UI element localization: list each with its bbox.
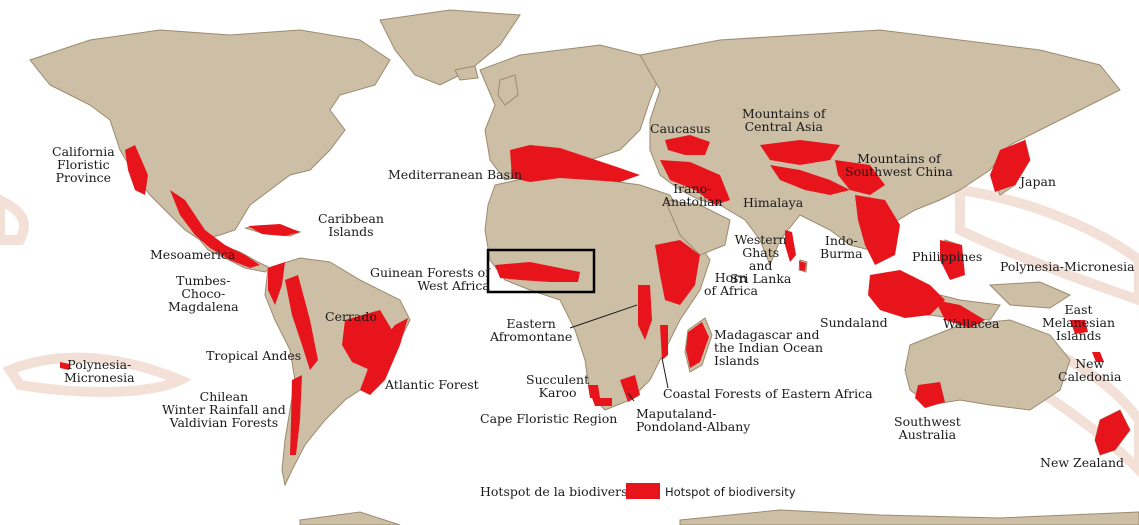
hotspot-mesoamerica <box>170 190 260 268</box>
label-philippines: Philippines <box>912 249 983 264</box>
label-cerrado: Cerrado <box>325 309 377 324</box>
hotspot-horn <box>655 240 700 305</box>
hotspot-sri-lanka <box>799 261 806 271</box>
hotspot-sw-china <box>835 160 885 195</box>
label-sw-china: Mountains of Southwest China <box>845 151 953 179</box>
land-antarctica-e <box>679 509 1139 525</box>
label-caribbean: Caribbean Islands <box>318 211 384 239</box>
hotspot-caribbean <box>248 224 300 236</box>
label-california: California Floristic Province <box>52 144 115 185</box>
hotspot-atlantic <box>360 318 408 395</box>
hotspot-maputaland <box>620 375 640 402</box>
hotspot-sundaland <box>868 270 945 318</box>
hotspot-california <box>125 145 148 195</box>
halo-west-pacific <box>0 194 29 245</box>
land-arabia <box>664 199 731 256</box>
hotspot-irano <box>660 160 730 205</box>
land-british-isles <box>497 74 519 106</box>
hotspot-eastern-afromontane <box>638 285 652 340</box>
land-antarctica-w <box>299 511 401 525</box>
hotspot-cape <box>592 398 612 406</box>
hotspot-polynesia-w <box>60 362 70 370</box>
label-central-asia: Mountains of Central Asia <box>742 106 826 134</box>
hotspot-madagascar <box>686 322 709 368</box>
hotspot-tumbes <box>268 262 285 305</box>
hotspot-philippines <box>940 240 965 280</box>
label-tropical-andes: Tropical Andes <box>206 348 302 363</box>
label-cape: Cape Floristic Region <box>480 411 618 426</box>
label-mesoamerica: Mesoamerica <box>150 247 236 262</box>
land-masses <box>29 9 1139 525</box>
halo-polynesia-east <box>955 184 1139 306</box>
leader-lines <box>569 304 669 402</box>
label-coastal-forests: Coastal Forests of Eastern Africa <box>663 386 873 401</box>
hotspot-chilean <box>290 375 302 455</box>
land-iceland <box>454 65 479 81</box>
label-polynesia-w: Polynesia- Micronesia <box>64 357 135 385</box>
label-japan: Japan <box>1020 174 1056 189</box>
hotspot-coastal-forests <box>660 325 668 360</box>
label-himalaya: Himalaya <box>743 195 804 210</box>
land-north-america <box>29 29 391 241</box>
label-succulent: Succulent Karoo <box>526 372 590 400</box>
label-maputaland: Maputaland- Pondoland-Albany <box>636 406 751 434</box>
legend: Hotspot de la biodiversité Hotspot of bi… <box>0 480 1139 504</box>
label-sw-australia: Southwest Australia <box>894 414 961 442</box>
label-western-ghats: Western Ghats and Sri Lanka <box>730 232 792 286</box>
label-indo-burma: Indo- Burma <box>820 233 863 261</box>
label-chilean: Chilean Winter Rainfall and Valdivian Fo… <box>162 389 286 430</box>
leader-maputaland <box>627 392 635 402</box>
hotspot-areas <box>60 135 1130 455</box>
legend-swatch <box>626 483 660 499</box>
hotspot-japan <box>990 140 1030 192</box>
hotspot-succulent <box>588 385 600 398</box>
label-new-caledonia: New Caledonia <box>1058 356 1122 384</box>
hotspot-new-caledonia <box>1092 352 1104 362</box>
hotspot-new-zealand <box>1095 410 1130 455</box>
halo-polynesia-west <box>2 352 193 397</box>
hotspot-tropical-andes <box>285 275 318 370</box>
label-horn: Horn of Africa <box>704 270 758 298</box>
label-new-zealand: New Zealand <box>1040 455 1125 470</box>
label-guinean: Guinean Forests of West Africa <box>370 265 490 293</box>
legend-label-french: Hotspot de la biodiversité <box>480 484 644 499</box>
label-east-melanesian: East Melanesian Islands <box>1042 302 1116 343</box>
guinean-highlight-box <box>486 248 596 294</box>
land-new-guinea <box>988 281 1072 309</box>
label-irano: Irano- Anatolian <box>662 181 723 209</box>
hotspot-east-melanesian <box>1070 320 1088 334</box>
label-mediterranean: Mediterranean Basin <box>388 167 523 182</box>
hotspot-caucasus <box>665 135 710 155</box>
label-atlantic: Atlantic Forest <box>385 377 479 392</box>
hotspot-western-ghats <box>785 230 796 262</box>
legend-label-english: Hotspot of biodiversity <box>665 485 796 499</box>
leader-eastern-afromontane <box>569 304 638 329</box>
hotspot-guinean <box>495 262 580 282</box>
leader-coastal-forests <box>661 357 669 389</box>
label-eastern-afromontane: Eastern Afromontane <box>490 316 573 344</box>
label-caucasus: Caucasus <box>650 121 711 136</box>
label-polynesia-e: Polynesia-Micronesia <box>1000 259 1135 274</box>
hotspot-himalaya <box>770 165 850 195</box>
label-tumbes: Tumbes- Choco- Magdalena <box>168 273 239 314</box>
land-australia <box>904 319 1071 411</box>
hotspot-sw-australia <box>915 382 945 408</box>
hotspot-wallacea <box>935 300 985 328</box>
hotspot-central-asia <box>760 140 840 165</box>
hotspot-mediterranean <box>510 145 640 182</box>
label-wallacea: Wallacea <box>943 316 1000 331</box>
hotspot-indo-burma <box>855 195 900 265</box>
label-madagascar: Madagascar and the Indian Ocean Islands <box>714 327 824 368</box>
label-sundaland: Sundaland <box>820 315 888 330</box>
